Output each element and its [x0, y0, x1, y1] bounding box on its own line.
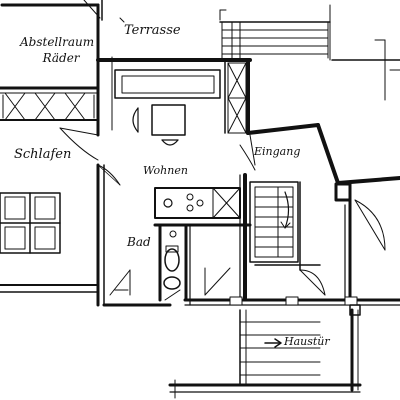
- right-column: [334, 181, 386, 302]
- label-terrasse: Terrasse: [124, 23, 181, 38]
- wohnen-walls: [96, 56, 252, 135]
- sofa: [114, 69, 221, 99]
- label-abstellraum: Abstellraum Räder: [20, 36, 94, 64]
- label-abstellraum-line1: Abstellraum: [20, 35, 95, 49]
- label-eingang: Eingang: [254, 145, 301, 158]
- bottom-walls: [164, 267, 400, 306]
- haustuer-arrow: [264, 338, 282, 348]
- schlafen-walls: [0, 58, 105, 307]
- label-wohnen: Wohnen: [143, 164, 188, 177]
- kitchen-counter: [154, 187, 241, 219]
- bath-fixtures: [163, 230, 181, 290]
- label-haustuer: Haustür: [284, 335, 330, 348]
- dining-table: [132, 104, 186, 146]
- top-right-structure: [329, 4, 400, 101]
- staircase: [249, 181, 299, 263]
- walkway: [168, 304, 362, 399]
- label-bad: Bad: [127, 235, 151, 249]
- storage-rack: [227, 62, 247, 134]
- terrasse-deck: [119, 9, 331, 59]
- bad-walls: [102, 223, 191, 307]
- label-schlafen: Schlafen: [14, 147, 72, 162]
- bed-furniture: [0, 192, 61, 254]
- entrance-walls: [239, 123, 400, 185]
- label-abstellraum-line2: Räder: [42, 51, 80, 65]
- hatched-wall-band: [0, 92, 98, 121]
